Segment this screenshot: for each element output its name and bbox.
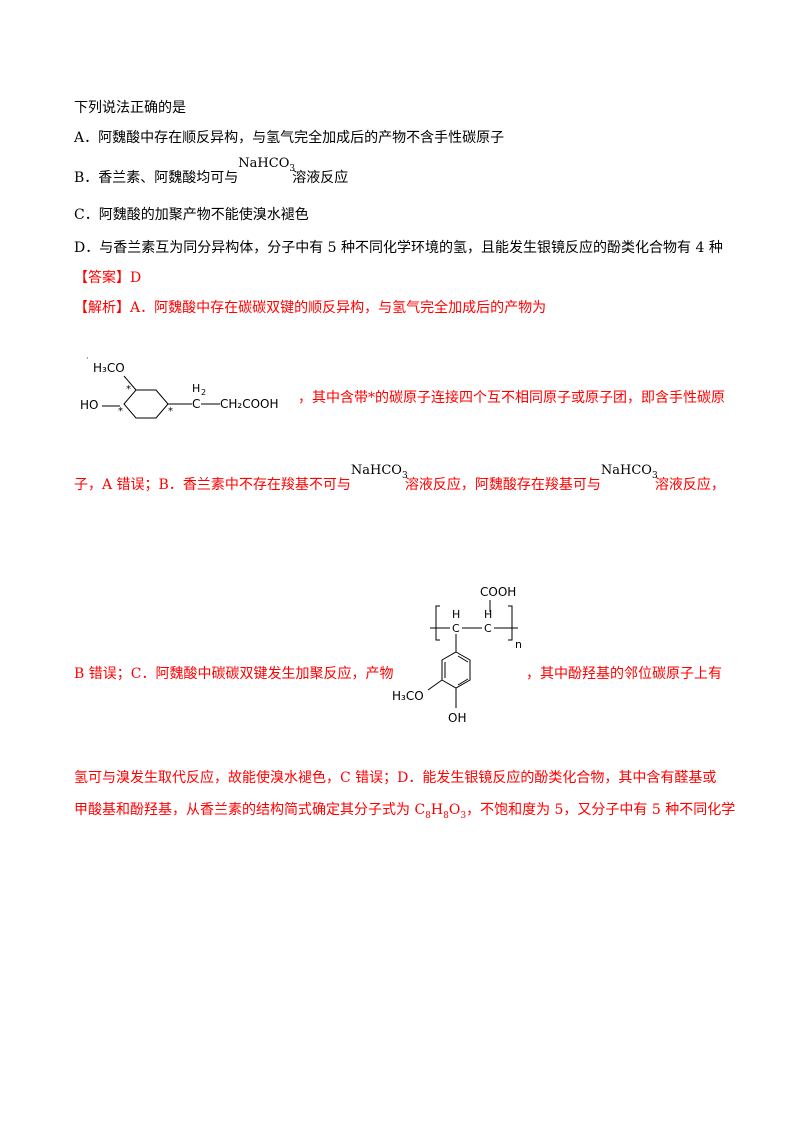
nahco3-formula-3: NaHCO3 [601,463,658,495]
ch2-sub-label: 2 [201,388,206,397]
bracket-left [435,605,440,641]
cyclohexane-ring [123,389,169,419]
option-b-text: B．香兰素、阿魏酸均可与 [74,170,239,186]
formula-sub-2: 3 [401,471,408,481]
nahco3-formula: NaHCO3 [238,156,295,188]
bracket-right [508,605,513,641]
polymer-methoxy-label: H₃CO [392,689,424,703]
formula-main: NaHCO [238,156,290,171]
ch-label: C [192,397,200,411]
line3-part-c: 溶液反应， [654,477,725,493]
line6-part-a: 甲酸基和酚羟基，从香兰素的结构简式确定其分子式为 C [74,802,426,818]
question-stem: 下列说法正确的是 [74,100,186,116]
ring-double-bond-2 [457,655,469,663]
answer: 【答案】D [74,270,142,286]
analysis-line-2: ，其中含带*的碳原子连接四个互不相同原子或原子团，即含手性碳原 [298,390,725,406]
ch2cooh-label: CH₂COOH [220,397,279,411]
analysis-line-6: 甲酸基和酚羟基，从香兰素的结构简式确定其分子式为 C8H8O3，不饱和度为 5，… [74,800,735,822]
hydroxy-label: HO [80,398,98,412]
formula-main-3: NaHCO [600,463,652,478]
methoxy-label: H₃CO [93,361,125,375]
polymer-product-structure: COOH H H C C n H₃CO OH [392,585,522,725]
polymer-h-2: H [484,608,492,621]
line6-part-c: O [448,802,461,818]
dot-mark: · [86,354,89,363]
analysis-line-4a: B 错误；C．阿魏酸中碳碳双键发生加聚反应，产物 [74,666,394,682]
chiral-star-3: * [168,406,173,417]
analysis-line-5: 氢可与溴发生取代反应，故能使溴水褪色，C 错误；D．能发生银镜反应的酚类化合物，… [74,770,717,786]
polymer-n: n [515,638,522,651]
line3-part-b: 溶液反应，阿魏酸存在羧基可与 [404,477,601,493]
hydrogenated-product-structure: · H₃CO HO * * * C H 2 CH₂COOH [80,354,279,419]
ch2-h-label: H [192,382,200,395]
line6-sub-3: 3 [460,811,467,821]
line6-part-d: ，不饱和度为 5，又分子中有 5 种不同化学 [466,802,736,818]
option-d: D．与香兰素互为同分异构体，分子中有 5 种不同化学环境的氢，且能发生银镜反应的… [74,240,723,256]
option-a: A．阿魏酸中存在顺反异构，与氢气完全加成后的产物不含手性碳原子 [74,130,505,146]
ring-double-bond-3 [457,678,469,686]
option-b-tail: 溶液反应 [292,170,349,186]
benzene-ring [441,651,471,689]
line6-part-b: H [430,802,444,818]
analysis-line-1: 【解析】A．阿魏酸中存在碳碳双键的顺反异构，与氢气完全加成后的产物为 [74,300,547,316]
analysis-line-4b: ，其中酚羟基的邻位碳原子上有 [526,666,722,682]
line6-sub-1: 8 [425,811,431,821]
polymer-c-2: C [484,622,492,635]
formula-main-2: NaHCO [350,463,402,478]
chiral-star-1: * [126,384,131,395]
bond-methoxy [123,375,137,391]
formula-sub: 3 [289,164,296,174]
line3-part-a: 子，A 错误；B．香兰素中不存在羧基不可与 [74,477,351,493]
bond-methoxy-2 [427,679,443,691]
line6-sub-2: 8 [443,811,449,821]
nahco3-formula-2: NaHCO3 [351,463,408,495]
polymer-h-1: H [452,608,460,621]
polymer-c-1: C [452,622,460,635]
formula-sub-3: 3 [651,471,658,481]
option-c: C．阿魏酸的加聚产物不能使溴水褪色 [74,207,309,223]
polymer-oh-label: OH [448,711,466,725]
chiral-star-2: * [118,406,123,417]
polymer-cooh-label: COOH [480,585,516,599]
